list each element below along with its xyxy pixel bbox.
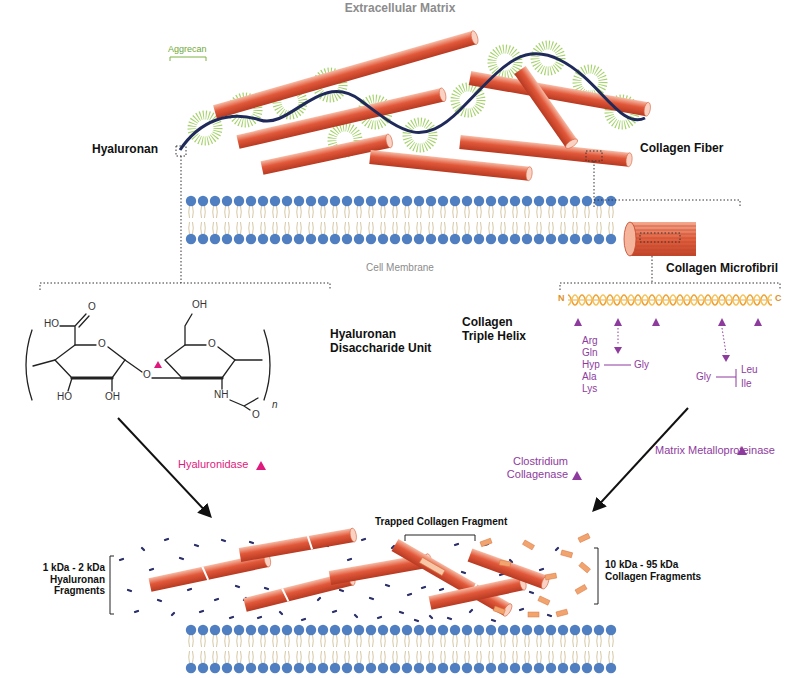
atom-label: O xyxy=(143,370,151,381)
process-arrow xyxy=(118,408,688,516)
atom-label: n xyxy=(272,400,278,411)
residue-label: Leu xyxy=(741,364,758,376)
callout-label: 1 kDa - 2 kDa Hyaluronan Fragments xyxy=(5,562,105,597)
atom-label: O xyxy=(252,410,260,421)
hyaluronan-fragments xyxy=(120,539,558,621)
cleavage-mark xyxy=(154,361,162,368)
residue-label: Gly xyxy=(634,359,649,371)
atom-label: OH xyxy=(192,300,207,311)
enzyme-label: Hyaluronidase xyxy=(178,458,248,471)
part-label: Hyaluronan xyxy=(92,143,158,157)
bracket xyxy=(170,57,206,61)
residue-label: Ala xyxy=(582,371,596,383)
enzyme-label: Clostridium Collagenase xyxy=(462,455,568,480)
part-label: Cell Membrane xyxy=(350,262,450,274)
collagen-microfibril xyxy=(624,222,696,256)
enzyme-label: Matrix Metalloproteinase xyxy=(655,444,775,457)
triple-helix xyxy=(568,292,772,308)
hyaluronan-chain xyxy=(180,54,645,150)
bracket xyxy=(110,535,598,614)
cleavage-line xyxy=(604,328,736,387)
cleavage-mark xyxy=(574,318,762,362)
zoom-bracket xyxy=(40,146,780,290)
collagen-fiber xyxy=(149,528,551,618)
atom-label: O xyxy=(98,339,106,350)
collagen-fragments xyxy=(480,533,590,617)
part-label: Collagen Microfibril xyxy=(666,262,778,276)
atom-label: NH xyxy=(214,390,228,401)
cell-membrane xyxy=(185,624,617,674)
part-label: Hyaluronan Disaccharide Unit xyxy=(330,328,450,356)
residue-label: Arg xyxy=(582,335,598,347)
atom-label: HO xyxy=(44,319,59,330)
collagen-fiber xyxy=(213,30,651,181)
cell-membrane xyxy=(185,195,617,245)
residue-label: Lys xyxy=(582,383,597,395)
residue-label: Ile xyxy=(741,378,752,390)
disaccharide-structure xyxy=(26,314,270,410)
diagram-title: Extracellular Matrix xyxy=(320,2,480,16)
terminus-label: N xyxy=(558,293,565,303)
residue-label: Gln xyxy=(582,347,598,359)
terminus-label: C xyxy=(775,293,782,303)
residue-label: Gly xyxy=(696,371,711,383)
residue-label: Hyp xyxy=(582,359,600,371)
atom-label: HO xyxy=(57,392,72,403)
callout-label: 10 kDa - 95 kDa Collagen Fragments xyxy=(605,559,710,582)
atom-label: O xyxy=(88,302,96,313)
callout-label: Trapped Collagen Fragment xyxy=(375,516,507,528)
part-label: Aggrecan xyxy=(168,44,207,54)
part-label: Collagen Triple Helix xyxy=(462,316,542,344)
atom-label: O xyxy=(208,339,216,350)
part-label: Collagen Fiber xyxy=(640,142,723,156)
atom-label: OH xyxy=(105,392,120,403)
